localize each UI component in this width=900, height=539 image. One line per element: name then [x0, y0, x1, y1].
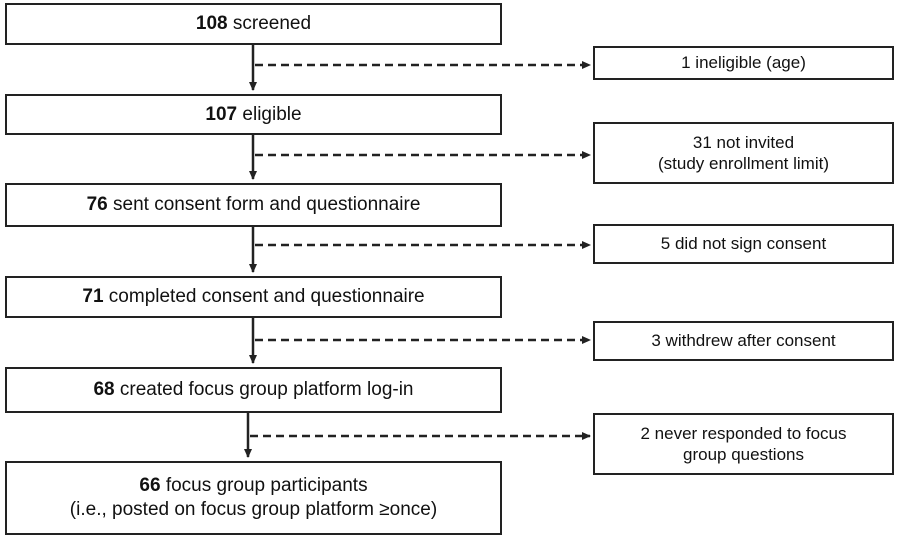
- main-box-sent-consent-label: 76 sent consent form and questionnaire: [86, 194, 421, 216]
- main-box-completed-consent-label: 71 completed consent and questionnaire: [82, 286, 425, 308]
- exclusion-box-not-invited-label: 31 not invited: [692, 132, 795, 152]
- exclusion-box-ineligible-label: 1 ineligible (age): [681, 53, 806, 73]
- main-flow-arrows: [244, 45, 257, 458]
- main-box-created-login-label: 68 created focus group platform log-in: [93, 379, 414, 401]
- exclusion-box-withdrew-label: 3 withdrew after consent: [651, 331, 836, 351]
- main-box-participants-note: (i.e., posted on focus group platform ≥o…: [69, 499, 438, 520]
- main-box-sent-consent: 76 sent consent form and questionnaire: [5, 183, 502, 227]
- exclusion-box-not-invited-note: (study enrollment limit): [658, 154, 829, 173]
- exclusion-box-no-consent: 5 did not sign consent: [593, 224, 894, 264]
- main-box-screened-label: 108 screened: [195, 13, 312, 35]
- main-box-participants-label: 66 focus group participants: [139, 475, 368, 497]
- exclusion-box-no-consent-label: 5 did not sign consent: [660, 234, 827, 254]
- main-box-created-login: 68 created focus group platform log-in: [5, 367, 502, 413]
- exclusion-box-ineligible: 1 ineligible (age): [593, 46, 894, 80]
- exclusion-box-never-responded: 2 never responded to focus group questio…: [593, 413, 894, 475]
- main-box-completed-consent: 71 completed consent and questionnaire: [5, 276, 502, 318]
- exclusion-box-never-responded-label: 2 never responded to focus: [640, 423, 847, 443]
- exclusion-box-never-responded-note: group questions: [683, 445, 804, 464]
- main-box-participants: 66 focus group participants (i.e., poste…: [5, 461, 502, 535]
- main-box-eligible-label: 107 eligible: [205, 103, 302, 125]
- exclusion-arrows: [250, 61, 591, 440]
- exclusion-box-not-invited: 31 not invited (study enrollment limit): [593, 122, 894, 184]
- main-box-screened: 108 screened: [5, 3, 502, 45]
- exclusion-box-withdrew: 3 withdrew after consent: [593, 321, 894, 361]
- main-box-eligible: 107 eligible: [5, 94, 502, 135]
